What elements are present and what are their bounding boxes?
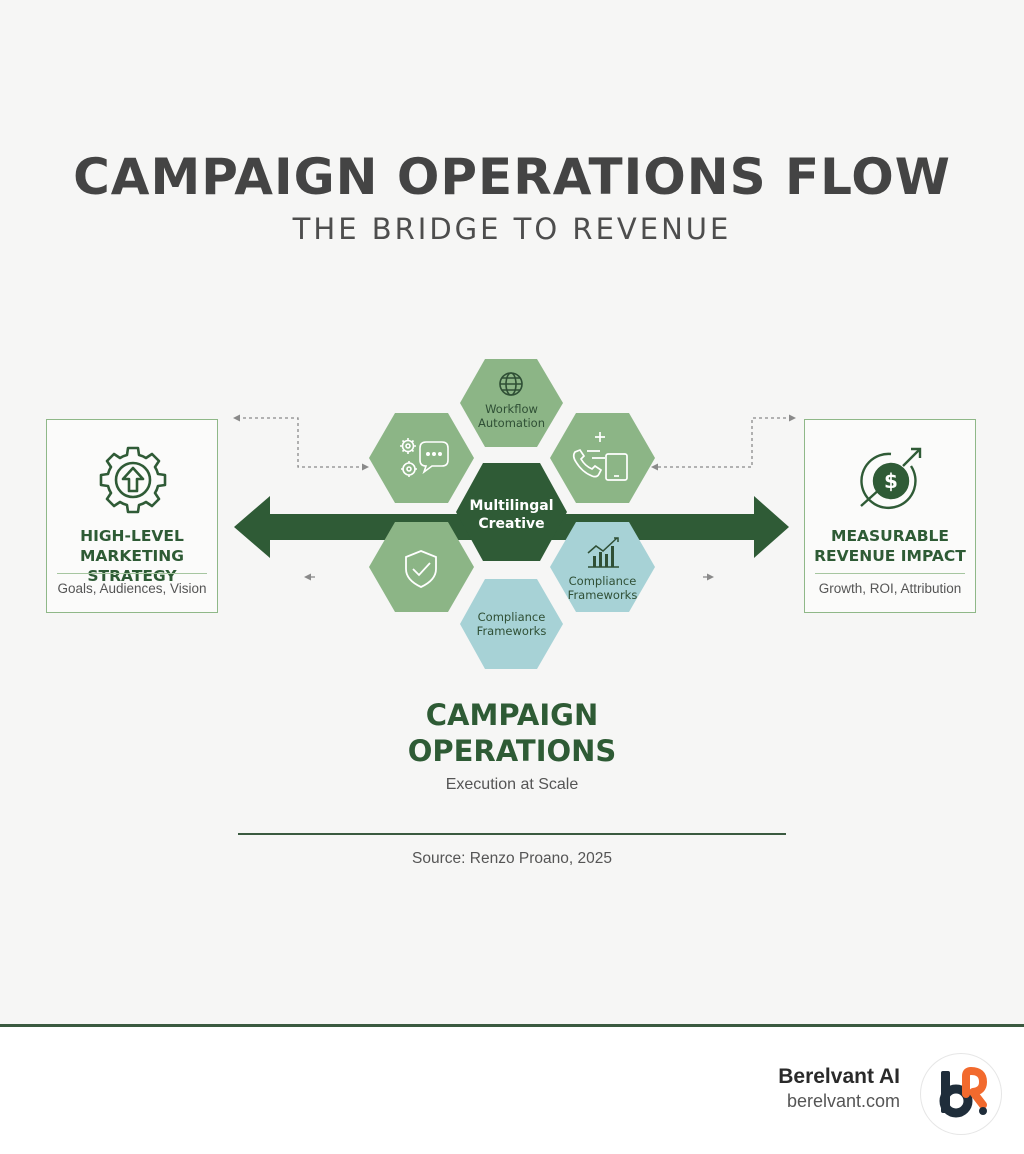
bar-chart-icon	[587, 537, 619, 568]
berelvant-logo-icon	[939, 1067, 987, 1118]
globe-icon	[499, 372, 523, 396]
footer: Berelvant AI berelvant.com	[0, 1024, 1024, 1154]
shield-check-icon	[405, 550, 437, 588]
strategy-subtitle: Goals, Audiences, Vision	[57, 581, 207, 596]
revenue-box: $ MEASURABLE REVENUE IMPACT Growth, ROI,…	[804, 419, 976, 613]
hex-top	[460, 359, 563, 447]
hex-top-label: Workflow Automation	[478, 402, 545, 430]
brand-name: Berelvant AI	[778, 1065, 900, 1088]
hex-upper-left	[369, 413, 474, 503]
dollar-growth-icon: $	[860, 447, 922, 510]
hex-lower-right-label: Compliance Frameworks	[567, 574, 638, 602]
page-subtitle: THE BRIDGE TO REVENUE	[292, 212, 732, 246]
strategy-title: HIGH-LEVEL MARKETING STRATEGY	[80, 527, 184, 585]
brand-url[interactable]: berelvant.com	[786, 1091, 900, 1111]
revenue-title: MEASURABLE REVENUE IMPACT	[814, 527, 966, 565]
hex-center	[456, 463, 567, 561]
svg-text:$: $	[884, 469, 898, 493]
phone-tablet-icon	[572, 432, 628, 481]
strategy-divider	[57, 573, 207, 574]
gear-arrow-up-icon	[99, 446, 167, 514]
page-title: CAMPAIGN OPERATIONS FLOW	[73, 148, 951, 206]
source-text: Source: Renzo Proano, 2025	[412, 850, 612, 867]
revenue-subtitle: Growth, ROI, Attribution	[818, 581, 962, 596]
strategy-box: HIGH-LEVEL MARKETING STRATEGY Goals, Aud…	[46, 419, 218, 613]
dashed-arrowheads	[233, 414, 796, 581]
hex-bottom-label: Compliance Frameworks	[476, 610, 547, 638]
brand-logo	[921, 1054, 1001, 1134]
center-subtitle: Execution at Scale	[445, 776, 579, 793]
revenue-divider	[815, 573, 965, 574]
source-divider	[238, 833, 786, 835]
dashed-connectors	[237, 417, 792, 468]
gears-chat-icon	[400, 438, 449, 477]
hex-center-label: Multilingal Creative	[469, 498, 554, 532]
hex-bottom	[460, 579, 563, 669]
hex-lower-left	[369, 522, 474, 612]
center-title: CAMPAIGN OPERATIONS	[407, 698, 617, 768]
